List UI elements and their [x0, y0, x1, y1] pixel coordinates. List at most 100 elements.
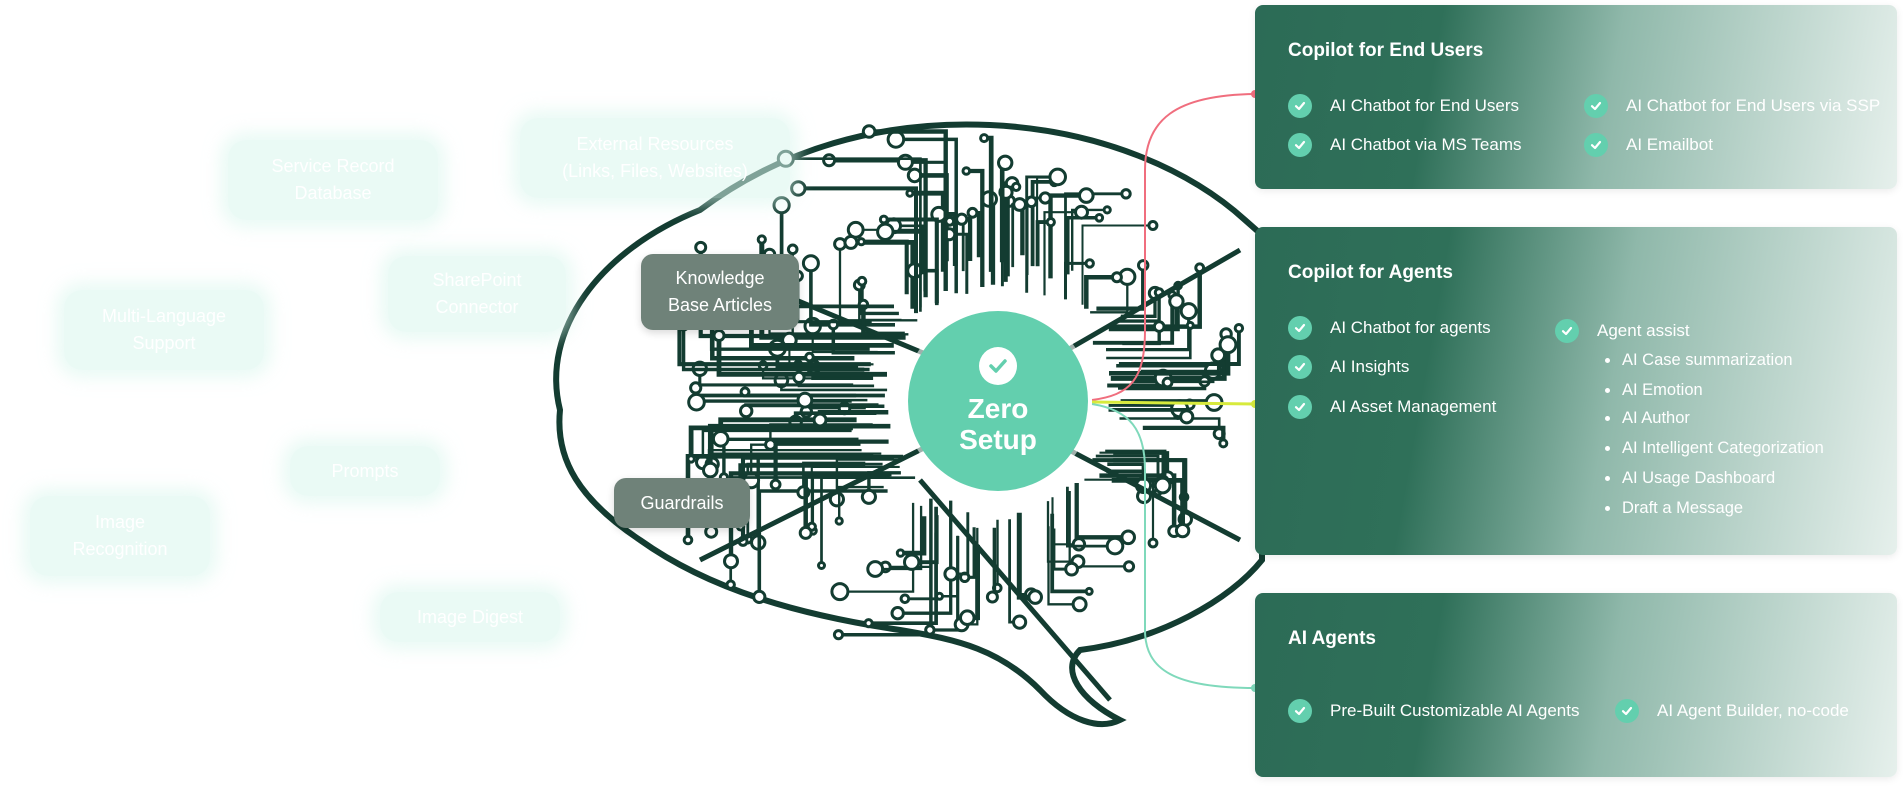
- circuit-node: [961, 166, 972, 176]
- circuit-trace: [1030, 180, 1055, 267]
- node-label: Image Digest: [416, 606, 524, 627]
- circuit-node: [979, 133, 990, 144]
- circuit-trace: [895, 137, 958, 294]
- feature-label: AI Agent Builder, no-code: [1657, 701, 1849, 720]
- feature-item: AI Asset Management: [1288, 395, 1496, 419]
- feature-label: AI Chatbot for End Users via SSP: [1626, 96, 1881, 115]
- circuit-trace: [1066, 216, 1100, 275]
- chip-knowledge-base-articles: Knowledge Base Articles: [641, 254, 799, 330]
- feature-item: Pre-Built Customizable AI Agents: [1288, 699, 1579, 723]
- circuit-node: [1185, 320, 1195, 330]
- node-prompts: Prompts: [290, 446, 440, 496]
- agent-assist-subitem: AI Case summarization: [1605, 351, 1793, 370]
- circuit-node: [804, 351, 815, 363]
- circuit-node: [1204, 393, 1224, 412]
- circuit-node: [876, 222, 895, 242]
- circuit-node: [752, 589, 767, 605]
- circuit-node: [834, 516, 844, 526]
- check-icon: [1288, 395, 1312, 419]
- circuit-node: [812, 412, 828, 428]
- circuit-node: [890, 606, 905, 621]
- agent-assist-subitem: AI Emotion: [1605, 381, 1703, 400]
- feature-label: AI Chatbot for agents: [1330, 318, 1491, 337]
- subitem-label: AI Usage Dashboard: [1622, 469, 1776, 487]
- circuit-node: [856, 275, 868, 287]
- agent-assist-subitem: AI Usage Dashboard: [1605, 469, 1775, 488]
- circuit-node: [997, 154, 1014, 172]
- circuit-node: [899, 593, 911, 605]
- circuit-node: [682, 534, 694, 546]
- subitem-label: AI Case summarization: [1622, 351, 1793, 369]
- circuit-trace: [861, 304, 905, 337]
- feature-item: AI Chatbot for End Users via SSP: [1584, 94, 1880, 118]
- circuit-node: [906, 167, 923, 184]
- node-label: SharePoint Connector: [432, 270, 522, 317]
- circuit-node: [1012, 197, 1027, 212]
- circuit-trace: [897, 500, 953, 615]
- circuit-bus: [698, 437, 942, 563]
- circuit-node: [1064, 561, 1079, 577]
- circuit-node: [861, 124, 877, 139]
- circuit-node: [943, 566, 959, 582]
- subitem-label: AI Intelligent Categorization: [1622, 439, 1824, 457]
- circuit-node: [723, 553, 739, 570]
- circuit-node: [739, 386, 751, 398]
- circuit-trace: [904, 532, 938, 601]
- feature-label: AI Chatbot via MS Teams: [1330, 135, 1522, 154]
- feature-item: AI Agent Builder, no-code: [1615, 699, 1849, 723]
- node-label: External Resources (Links, Files, Websit…: [562, 134, 748, 181]
- circuit-trace: [707, 423, 891, 471]
- circuit-node: [702, 461, 719, 479]
- circuit-node: [1094, 213, 1105, 223]
- panel-copilot-end-users: Copilot for End Users AI Chatbot for End…: [1255, 5, 1897, 189]
- feature-label: Agent assist: [1597, 321, 1690, 340]
- feature-item: AI Emailbot: [1584, 133, 1713, 157]
- feature-label: AI Chatbot for End Users: [1330, 96, 1519, 115]
- circuit-node: [801, 254, 820, 273]
- circuit-node: [1122, 560, 1136, 573]
- circuit-node: [1071, 596, 1088, 613]
- check-icon: [1288, 355, 1312, 379]
- circuit-node: [786, 243, 799, 256]
- circuit-node: [1179, 302, 1198, 321]
- circuit-trace: [809, 263, 895, 327]
- circuit-node: [1048, 167, 1067, 187]
- check-icon: [1288, 133, 1312, 157]
- feature-label: AI Insights: [1330, 357, 1410, 376]
- circuit-node: [694, 240, 708, 254]
- bullet-icon: [1605, 506, 1610, 512]
- circuit-node: [798, 525, 813, 540]
- circuit-node: [1174, 522, 1191, 539]
- circuit-node: [756, 234, 767, 245]
- circuit-trace: [900, 516, 927, 556]
- panel-title: Copilot for End Users: [1288, 40, 1484, 61]
- circuit-node: [1105, 536, 1125, 556]
- circuit-node: [1012, 614, 1028, 630]
- check-icon: [1584, 133, 1608, 157]
- circuit-node: [1147, 537, 1159, 549]
- bullet-icon: [1605, 476, 1610, 482]
- circuit-trace: [1120, 399, 1217, 404]
- circuit-node: [1168, 293, 1185, 310]
- node-multi-language-support: Multi-Language Support: [64, 290, 264, 370]
- circuit-node: [1084, 586, 1094, 596]
- circuit-node: [1038, 191, 1052, 205]
- check-icon: [1584, 94, 1608, 118]
- circuit-trace: [1047, 526, 1080, 606]
- circuit-node: [1147, 220, 1159, 231]
- panel-title: AI Agents: [1288, 628, 1376, 649]
- circuit-trace: [883, 217, 939, 304]
- circuit-node: [1078, 187, 1095, 204]
- circuit-trace: [757, 489, 888, 597]
- circuit-node: [959, 609, 976, 627]
- circuit-node: [817, 561, 826, 570]
- circuit-node: [955, 212, 969, 226]
- chip-label: Guardrails: [640, 492, 724, 513]
- circuit-node: [1152, 320, 1166, 333]
- circuit-trace: [875, 505, 923, 571]
- circuit-trace: [861, 239, 909, 295]
- circuit-node: [822, 153, 837, 168]
- circuit-node: [772, 196, 791, 215]
- panel-title: Copilot for Agents: [1288, 262, 1453, 283]
- circuit-node: [1110, 271, 1123, 284]
